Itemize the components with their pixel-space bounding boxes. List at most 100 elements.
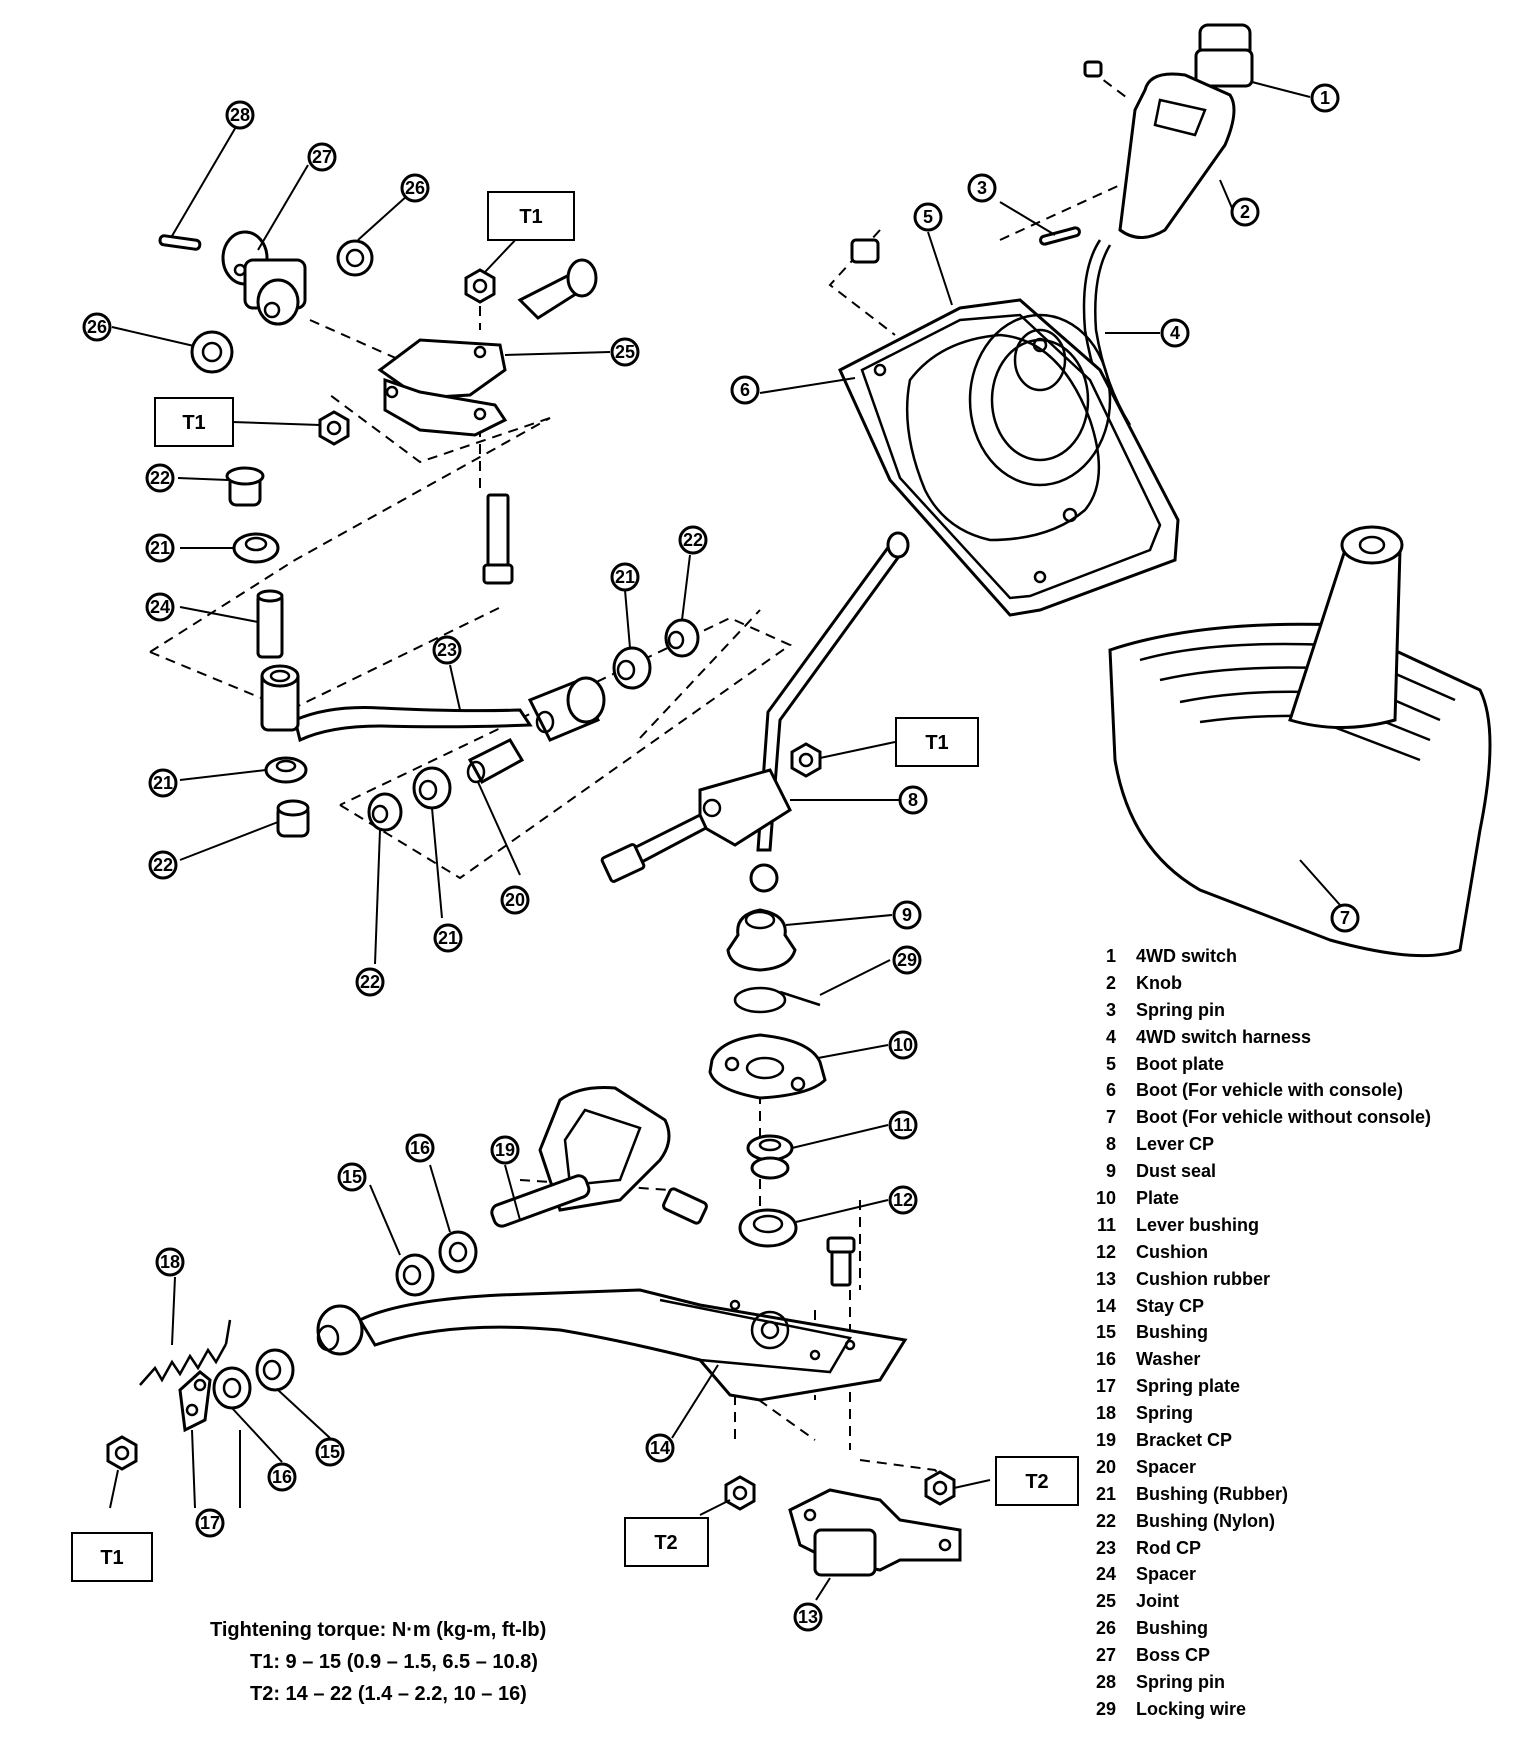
svg-text:22: 22 (360, 972, 380, 992)
svg-text:25: 25 (615, 342, 635, 362)
svg-text:18: 18 (160, 1252, 180, 1272)
svg-text:22: 22 (150, 468, 170, 488)
svg-text:16: 16 (272, 1467, 292, 1487)
torque-box-t1-left: T1 (154, 397, 234, 447)
svg-text:T2: T2 (1025, 1471, 1048, 1493)
callout-17: 17 (195, 1508, 225, 1538)
callout-22b: 22 (148, 850, 178, 880)
callout-14: 14 (645, 1433, 675, 1463)
svg-text:10: 10 (893, 1035, 913, 1055)
callout-2: 2 (1230, 197, 1260, 227)
torque-spec: Tightening torque: N·m (kg-m, ft-lb) T1:… (210, 1614, 546, 1710)
svg-text:T1: T1 (925, 732, 948, 754)
svg-text:17: 17 (200, 1513, 220, 1533)
callout-16a: 16 (405, 1133, 435, 1163)
callout-19: 19 (490, 1135, 520, 1165)
svg-text:12: 12 (893, 1190, 913, 1210)
svg-text:23: 23 (437, 640, 457, 660)
callout-6: 6 (730, 375, 760, 405)
svg-text:28: 28 (230, 105, 250, 125)
callout-12: 12 (888, 1185, 918, 1215)
torque-t1: T1: 9 – 15 (0.9 – 1.5, 6.5 – 10.8) (250, 1651, 538, 1673)
callout-7: 7 (1330, 903, 1360, 933)
svg-text:21: 21 (153, 773, 173, 793)
svg-text:15: 15 (342, 1167, 362, 1187)
callout-3: 3 (967, 173, 997, 203)
svg-text:3: 3 (977, 178, 987, 198)
svg-text:8: 8 (908, 790, 918, 810)
callout-15a: 15 (337, 1162, 367, 1192)
svg-text:20: 20 (505, 890, 525, 910)
svg-text:21: 21 (438, 928, 458, 948)
callout-20: 20 (500, 885, 530, 915)
callout-4: 4 (1160, 318, 1190, 348)
callout-5: 5 (913, 202, 943, 232)
svg-text:21: 21 (150, 538, 170, 558)
callout-22d: 22 (678, 525, 708, 555)
svg-text:T1: T1 (182, 412, 205, 434)
lever-assembly (600, 23, 1492, 1248)
rod-assembly (225, 466, 700, 838)
stay-assembly (106, 1086, 962, 1577)
torque-box-t1-bottom: T1 (71, 1532, 153, 1582)
svg-text:T1: T1 (519, 206, 542, 228)
callout-11: 11 (888, 1110, 918, 1140)
svg-text:5: 5 (923, 207, 933, 227)
callout-18: 18 (155, 1247, 185, 1277)
torque-t2: T2: 14 – 22 (1.4 – 2.2, 10 – 16) (250, 1683, 527, 1705)
svg-text:29: 29 (897, 950, 917, 970)
svg-text:1: 1 (1320, 88, 1330, 108)
callout-27: 27 (307, 142, 337, 172)
torque-box-t2-right: T2 (995, 1456, 1079, 1506)
callout-10: 10 (888, 1030, 918, 1060)
torque-box-t1-lever: T1 (895, 717, 979, 767)
callout-26b: 26 (82, 312, 112, 342)
callout-28: 28 (225, 100, 255, 130)
callout-22c: 22 (145, 463, 175, 493)
svg-text:16: 16 (410, 1138, 430, 1158)
callout-21d: 21 (610, 562, 640, 592)
callout-1: 1 (1310, 83, 1340, 113)
svg-text:6: 6 (740, 380, 750, 400)
svg-text:21: 21 (615, 567, 635, 587)
svg-text:14: 14 (650, 1438, 670, 1458)
svg-text:4: 4 (1170, 323, 1180, 343)
svg-text:11: 11 (893, 1115, 912, 1135)
callout-21b: 21 (148, 768, 178, 798)
svg-text:26: 26 (87, 317, 107, 337)
callout-22a: 22 (355, 967, 385, 997)
callout-21a: 21 (433, 923, 463, 953)
svg-text:7: 7 (1340, 908, 1350, 928)
torque-heading: Tightening torque: N·m (kg-m, ft-lb) (210, 1619, 547, 1641)
callout-13: 13 (793, 1602, 823, 1632)
svg-text:9: 9 (902, 905, 912, 925)
svg-text:T1: T1 (100, 1547, 123, 1569)
callout-25: 25 (610, 337, 640, 367)
callout-15b: 15 (315, 1437, 345, 1467)
